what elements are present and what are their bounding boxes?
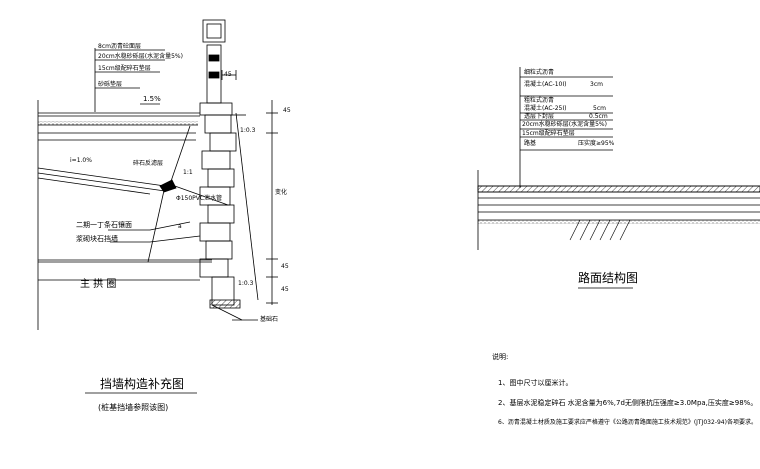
- note-2: 2、基层水泥稳定碎石 水泥含量为6%,7d无侧限抗压强度≥3.0Mpa,压实度≥…: [498, 399, 758, 407]
- layer-label-graded-stone: 15cm级配碎石垫层: [98, 65, 151, 72]
- pavement-layer-5: 透层下封层: [524, 113, 555, 120]
- note-1: 1、图中尺寸以厘米计。: [498, 379, 573, 387]
- note-3: 6、沥青混凝土材质及施工要求应严格遵守《公路沥青路面施工技术规范》(JTJ032…: [498, 419, 757, 426]
- pavement-structure-diagram: [477, 67, 760, 289]
- dim-right-4: 45: [281, 286, 289, 293]
- pavement-layer-8: 路基: [524, 140, 537, 147]
- pavement-layer-6: 20cm水稳砂砾层(水泥含量5%): [522, 121, 607, 128]
- wall-masonry-label: 浆砌块石挡墙: [76, 235, 118, 243]
- pavement-layer-2: 混凝土(AC-10I): [524, 81, 567, 88]
- layer-label-sand: 砂砾垫层: [98, 81, 123, 88]
- slope-label: i=1.0%: [70, 157, 92, 164]
- pavement-layer-5-value: 0.5cm: [589, 113, 608, 120]
- batter-ratio-2: 1:0.3: [238, 280, 254, 287]
- layer-label-cement-gravel: 20cm水稳砂砾层(水泥含量5%): [98, 53, 183, 60]
- dim-right-1: 45: [283, 107, 291, 114]
- pavement-layer-7: 15cm级配碎石垫层: [522, 130, 575, 137]
- filter-layer-label: 碎石反滤层: [133, 160, 164, 167]
- right-drawing-title: 路面结构图: [578, 271, 639, 285]
- crossfall-label: 1.5%: [143, 95, 161, 103]
- left-drawing-subtitle: (桩基挡墙参照该图): [98, 403, 169, 412]
- callout-2: a: [178, 223, 182, 230]
- arch-label: 主 拱 圈: [80, 279, 117, 290]
- pipe-label: Φ150PVC泄水管: [176, 195, 223, 202]
- pavement-layer-4: 混凝土(AC-25I): [524, 105, 567, 112]
- wall-facing-label: 二期一丁条石镶面: [76, 221, 132, 229]
- left-drawing-title: 挡墙构造补充图: [100, 377, 185, 391]
- pavement-layer-8-value: 压实度≥95%: [578, 140, 615, 147]
- pavement-layer-3: 粗粒式沥青: [524, 97, 555, 104]
- batter-ratio-1: 1:0.3: [240, 127, 256, 134]
- dim-right-2: 变化: [275, 189, 288, 196]
- dim-top: 45: [224, 71, 232, 78]
- pavement-layer-2-value: 3cm: [590, 81, 603, 88]
- callout-1: 1:1: [183, 169, 193, 176]
- retaining-wall-diagram: [37, 19, 278, 394]
- layer-label-asphalt: 8cm沥青砼面层: [98, 43, 141, 50]
- notes-heading: 说明:: [492, 353, 509, 361]
- foundation-label: 基础石: [260, 316, 279, 323]
- dim-right-3: 45: [281, 263, 289, 270]
- pavement-layer-1: 细粒式沥青: [524, 69, 555, 76]
- pavement-layer-4-value: 5cm: [593, 105, 606, 112]
